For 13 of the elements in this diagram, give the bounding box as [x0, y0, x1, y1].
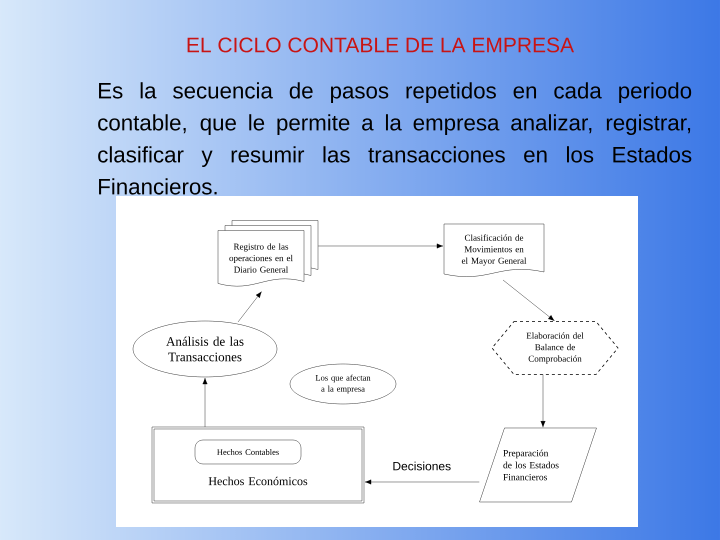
arrow [502, 280, 555, 321]
parallelogram: Preparación de los Estados Financieros [479, 428, 597, 502]
arrow [238, 291, 262, 322]
edge-label: Decisiones [391, 460, 452, 472]
description-text: Es la secuencia de pasos repetidos en cada periodo contable, que le permite a la empresa analizar, registrar, clasificar y resumir las transacciones en los Estados Financieros. [98, 82, 692, 195]
arrow [318, 244, 444, 248]
document-box: Clasificación de Movimientos en el Mayor General [444, 224, 544, 277]
arrow [364, 480, 480, 484]
title: EL CICLO CONTABLE DE LA EMPRESA [188, 38, 574, 52]
rounded-box: Hechos Contables [194, 440, 302, 464]
arrow [202, 378, 208, 428]
document-stack: Registro de las operaciones en el Diario General [218, 220, 318, 286]
arrow [540, 374, 546, 428]
